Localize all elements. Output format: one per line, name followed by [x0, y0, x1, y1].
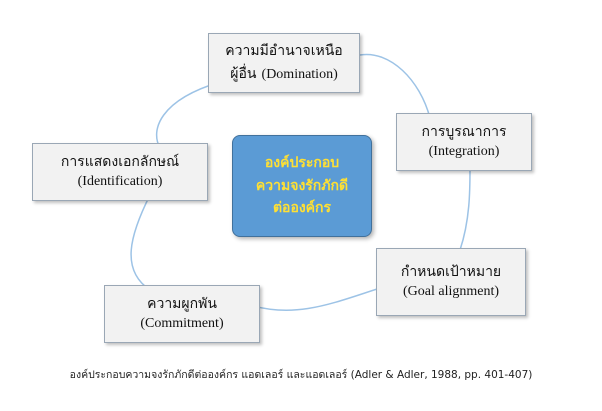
identification-english: (Identification): [77, 174, 163, 189]
center-node: องค์ประกอบ ความจงรักภักดี ต่อองค์กร: [232, 135, 372, 237]
goal-alignment-english: (Goal alignment): [402, 284, 500, 299]
center-line-1: องค์ประกอบ: [264, 155, 340, 172]
ring-curve: [130, 53, 471, 312]
integration-thai: การบูรณาการ: [421, 123, 507, 140]
domination-thai-line1: ความมีอำนาจเหนือ: [225, 42, 343, 59]
commitment-thai: ความผูกพัน: [147, 295, 217, 312]
commitment-english: (Commitment): [140, 316, 224, 331]
commitment-box: ความผูกพัน (Commitment): [104, 285, 260, 343]
domination-english: (Domination): [261, 67, 338, 82]
goal-alignment-box: กำหนดเป้าหมาย (Goal alignment): [376, 248, 526, 316]
identification-box: การแสดงเอกลักษณ์ (Identification): [32, 143, 208, 201]
integration-box: การบูรณาการ (Integration): [396, 113, 532, 171]
goal-alignment-thai: กำหนดเป้าหมาย: [400, 263, 502, 280]
figure-caption: องค์ประกอบความจงรักภักดีต่อองค์กร แอดเลอ…: [69, 369, 533, 381]
domination-thai-line2: ผู้อื่น: [230, 66, 257, 82]
center-line-3: ต่อองค์กร: [272, 200, 332, 217]
domination-box: ความมีอำนาจเหนือ ผู้อื่น (Domination): [208, 33, 360, 93]
integration-english: (Integration): [428, 144, 500, 159]
center-line-2: ความจงรักภักดี: [255, 177, 349, 194]
identification-thai: การแสดงเอกลักษณ์: [60, 153, 180, 170]
